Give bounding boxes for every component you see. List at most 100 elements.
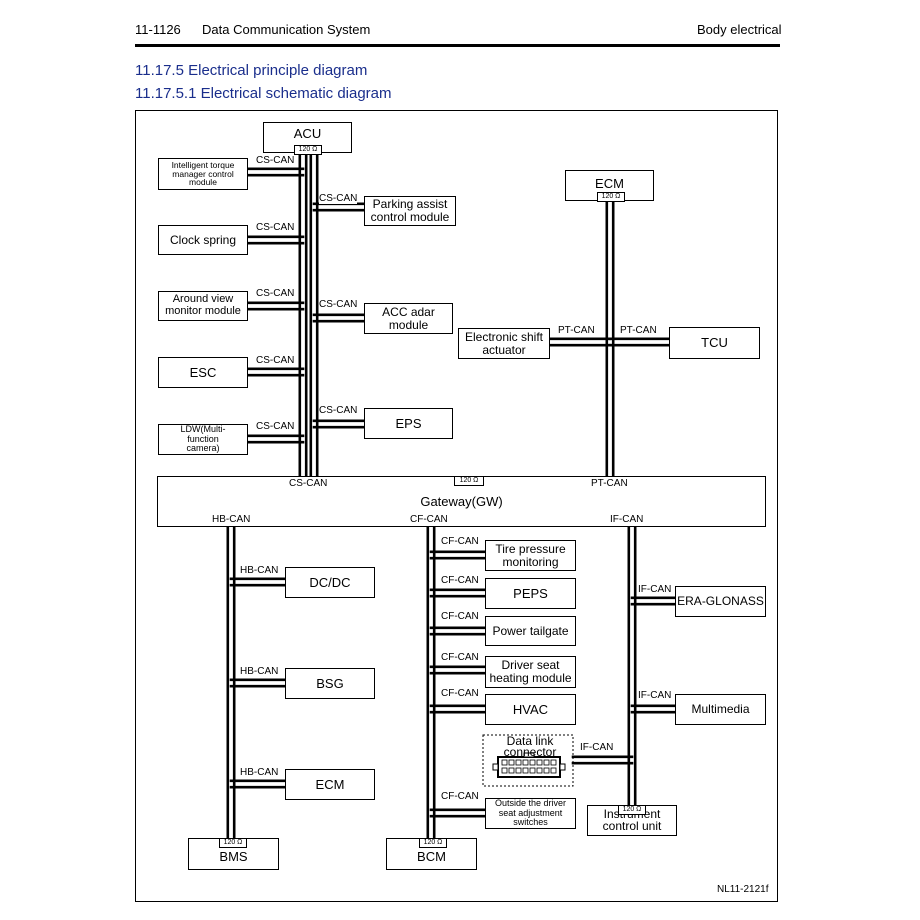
bus-label-hb: HB-CAN — [240, 767, 279, 778]
ecm-bottom-label: ECM — [315, 776, 345, 792]
tcu-box: TCU — [669, 327, 760, 359]
bus-label-hb: HB-CAN — [240, 565, 279, 576]
page-number: 11-1126 — [135, 22, 181, 37]
dlc-pin — [515, 759, 522, 766]
bus-label-if: IF-CAN — [638, 690, 672, 701]
dlc-connector-shape — [482, 734, 574, 787]
shift-actuator-box: Electronic shift actuator — [458, 328, 550, 359]
dlc-pin — [501, 767, 508, 774]
power-tailgate-box: Power tailgate — [485, 616, 576, 646]
hvac-label: HVAC — [512, 701, 549, 717]
bus-label-pt-gateway: PT-CAN — [591, 478, 628, 489]
heading-schematic: 11.17.5.1 Electrical schematic diagram — [135, 85, 392, 102]
tpms-label: Tire pressure monitoring — [495, 541, 566, 569]
seat-switch-box: Outside the driver seat adjustment switc… — [485, 798, 576, 829]
tcu-label: TCU — [701, 335, 728, 351]
eps-label: EPS — [395, 415, 422, 431]
bms-box: BMS — [188, 838, 279, 870]
gateway-resistor: 120 Ω — [454, 476, 484, 486]
clock-spring-label: Clock spring — [169, 232, 237, 247]
peps-box: PEPS — [485, 578, 576, 609]
acu-resistor: 120 Ω — [294, 145, 322, 155]
icu-resistor: 120 Ω — [618, 805, 646, 815]
dlc-pin — [543, 767, 550, 774]
dlc-pin — [522, 767, 529, 774]
acc-label: ACC adar module — [382, 304, 435, 332]
acc-box: ACC adar module — [364, 303, 453, 334]
diagram-frame — [135, 110, 778, 902]
power-tailgate-label: Power tailgate — [492, 623, 569, 638]
ldw-label: LDW(Multi-function camera) — [180, 424, 226, 454]
bms-resistor: 120 Ω — [219, 838, 247, 848]
bus-label-cs: CS-CAN — [256, 222, 295, 233]
itm-box: Intelligent torque manager control modul… — [158, 158, 248, 190]
ecm-top-resistor: 120 Ω — [597, 192, 625, 202]
seat-switch-label: Outside the driver seat adjustment switc… — [494, 798, 567, 828]
era-glonass-box: ERA-GLONASS — [675, 586, 766, 617]
bus-label-hb-gateway: HB-CAN — [212, 514, 251, 525]
chapter-title: Data Communication System — [202, 22, 371, 37]
bcm-label: BCM — [417, 849, 446, 865]
ecm-bottom-box: ECM — [285, 769, 375, 800]
esc-label: ESC — [189, 364, 217, 380]
bus-label-cf: CF-CAN — [441, 791, 479, 802]
dcdc-box: DC/DC — [285, 567, 375, 598]
dlc-pin — [529, 767, 536, 774]
parking-assist-label: Parking assist control module — [370, 197, 450, 224]
bus-label-cs: CS-CAN — [319, 193, 358, 204]
multimedia-box: Multimedia — [675, 694, 766, 725]
bus-label-cs: CS-CAN — [256, 155, 295, 166]
bus-label-cf: CF-CAN — [441, 652, 479, 663]
bus-label-if: IF-CAN — [580, 742, 614, 753]
esc-box: ESC — [158, 357, 248, 388]
bus-label-cf: CF-CAN — [441, 536, 479, 547]
dlc-pin — [508, 759, 515, 766]
gateway-label: Gateway(GW) — [420, 493, 503, 509]
dlc-pin — [522, 759, 529, 766]
bms-label: BMS — [219, 849, 248, 865]
itm-label: Intelligent torque manager control modul… — [171, 159, 235, 188]
peps-label: PEPS — [513, 585, 548, 601]
eps-box: EPS — [364, 408, 453, 439]
dlc-label: Data link connector — [503, 734, 557, 759]
seat-heating-label: Driver seat heating module — [489, 658, 572, 685]
avm-label: Around view monitor module — [165, 293, 241, 317]
heading-principle: 11.17.5 Electrical principle diagram — [135, 62, 368, 79]
hvac-box: HVAC — [485, 694, 576, 725]
multimedia-label: Multimedia — [691, 702, 750, 717]
parking-assist-box: Parking assist control module — [364, 196, 456, 226]
bcm-resistor: 120 Ω — [419, 838, 447, 848]
header-rule — [135, 44, 780, 47]
era-glonass-label: ERA-GLONASS — [677, 594, 764, 609]
icu-box: Instrument control unit — [587, 805, 677, 836]
bus-label-hb: HB-CAN — [240, 666, 279, 677]
dlc-pin — [536, 759, 543, 766]
bus-label-if-gateway: IF-CAN — [610, 514, 644, 525]
bus-label-cs: CS-CAN — [319, 405, 358, 416]
dlc-pin — [550, 767, 557, 774]
clock-spring-box: Clock spring — [158, 225, 248, 255]
dlc-pin — [550, 759, 557, 766]
bus-label-cf: CF-CAN — [441, 688, 479, 699]
dlc-pin — [501, 759, 508, 766]
bsg-box: BSG — [285, 668, 375, 699]
bus-label-pt: PT-CAN — [558, 325, 595, 336]
acu-label: ACU — [293, 126, 322, 141]
bus-label-pt: PT-CAN — [620, 325, 657, 336]
ldw-box: LDW(Multi-function camera) — [158, 424, 248, 455]
bus-label-cs: CS-CAN — [256, 421, 295, 432]
bus-label-cf: CF-CAN — [441, 611, 479, 622]
dlc-pin — [508, 767, 515, 774]
dlc-pin — [529, 759, 536, 766]
tpms-box: Tire pressure monitoring — [485, 540, 576, 571]
bus-label-cf: CF-CAN — [441, 575, 479, 586]
seat-heating-box: Driver seat heating module — [485, 656, 576, 688]
dlc-pin — [543, 759, 550, 766]
bus-label-cs: CS-CAN — [256, 355, 295, 366]
avm-box: Around view monitor module — [158, 291, 248, 321]
section-title: Body electrical — [697, 22, 782, 37]
figure-code: NL11-2121f — [717, 884, 769, 895]
bus-label-cs: CS-CAN — [256, 288, 295, 299]
ecm-top-label: ECM — [595, 176, 624, 191]
